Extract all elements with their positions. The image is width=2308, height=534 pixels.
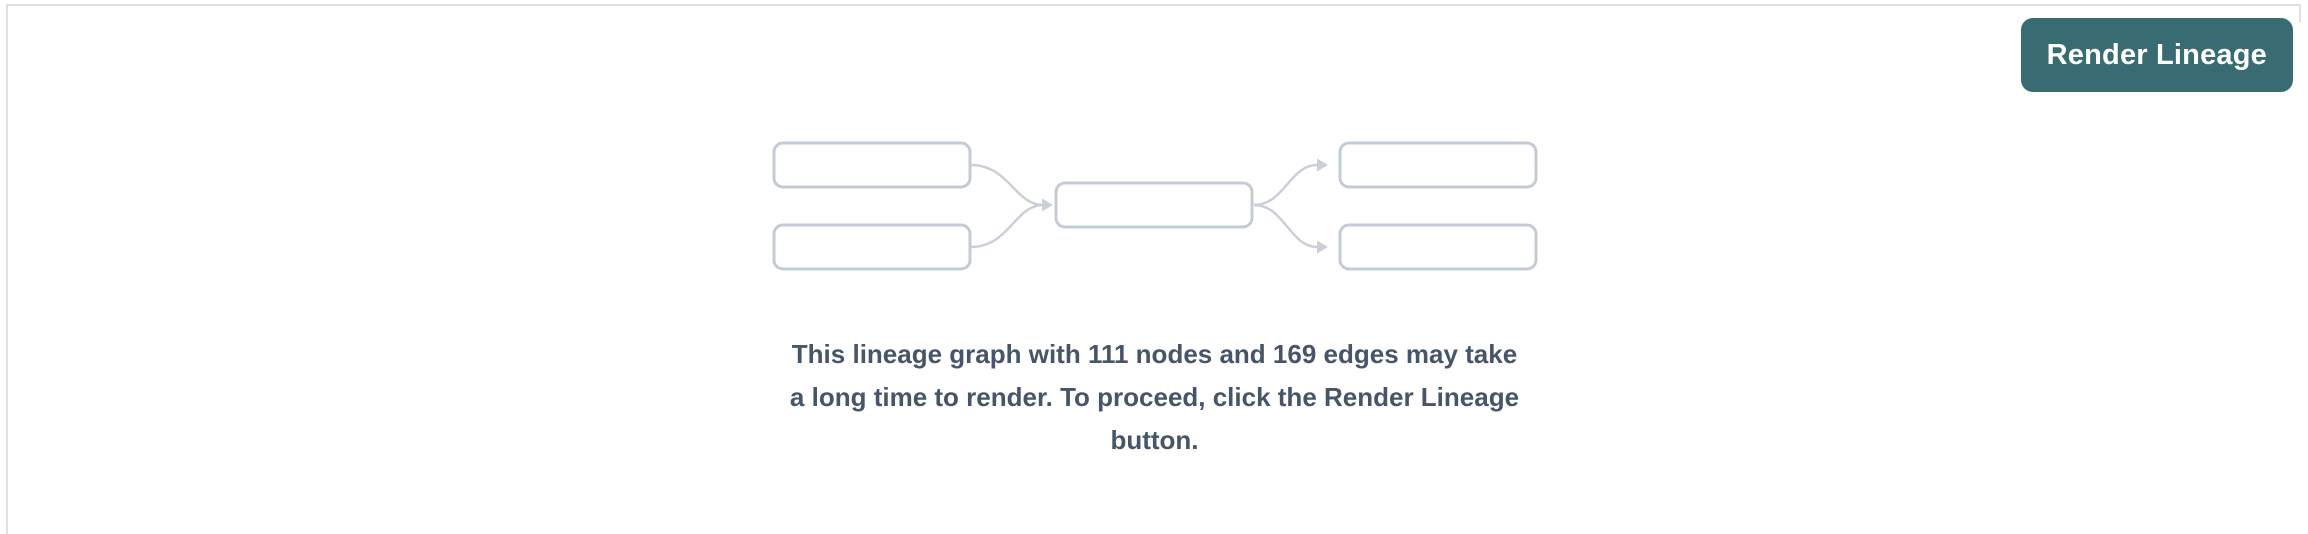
graph-edge-arrow xyxy=(1253,163,1317,207)
warning-line-2: a long time to render. To proceed, click… xyxy=(789,382,1520,412)
panel-right-border xyxy=(2299,6,2301,22)
lineage-render-prompt: This lineage graph with 111 nodes and 16… xyxy=(772,141,1538,462)
arrowhead-icon xyxy=(1041,198,1053,212)
warning-line-3: button. xyxy=(1110,425,1199,455)
graph-node-box xyxy=(772,223,971,271)
arrowhead-icon xyxy=(1316,158,1328,172)
arrowhead-icon xyxy=(1316,240,1328,254)
graph-node-box xyxy=(1054,181,1253,229)
graph-edge-arrow xyxy=(1253,203,1317,249)
lineage-placeholder-graphic xyxy=(772,141,1537,271)
lineage-warning-message: This lineage graph with 111 nodes and 16… xyxy=(790,333,1519,462)
graph-node-box xyxy=(1338,141,1537,189)
graph-edge-arrow xyxy=(970,163,1043,207)
graph-edge-arrow xyxy=(970,203,1043,249)
render-lineage-button[interactable]: Render Lineage xyxy=(2020,18,2293,92)
lineage-panel: Render Lineage This lineage graph with 1… xyxy=(6,4,2301,534)
graph-node-box xyxy=(1338,223,1537,271)
warning-line-1: This lineage graph with 111 nodes and 16… xyxy=(791,339,1518,369)
graph-node-box xyxy=(772,141,971,189)
